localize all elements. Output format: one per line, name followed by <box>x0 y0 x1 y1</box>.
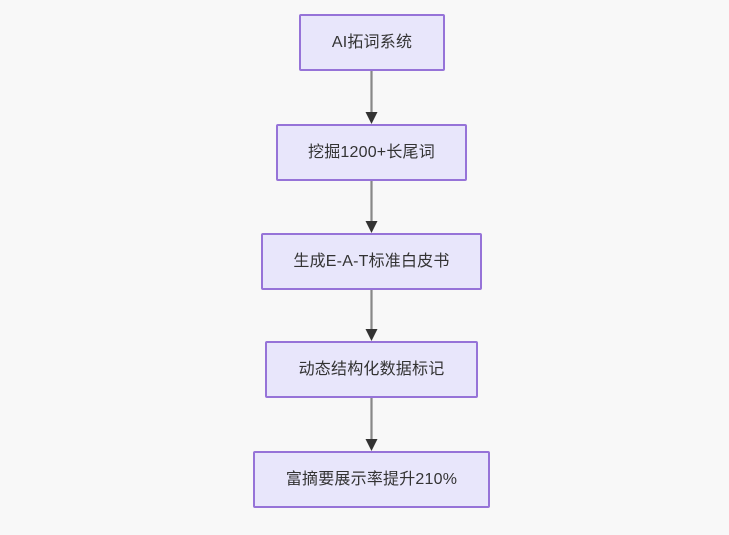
arrow-down-icon <box>365 329 378 341</box>
flowchart-node-rich-snippet-impression-lift[interactable]: 富摘要展示率提升210% <box>253 451 490 508</box>
flowchart-node-dynamic-structured-data-markup[interactable]: 动态结构化数据标记 <box>265 341 478 398</box>
edge-n3-n4 <box>365 290 378 341</box>
flowchart-node-ai-keyword-system[interactable]: AI拓词系统 <box>299 14 445 71</box>
flowchart-node-generate-eat-whitepaper[interactable]: 生成E-A-T标准白皮书 <box>261 233 482 290</box>
edge-n1-n2 <box>365 71 378 124</box>
arrow-down-icon <box>365 112 378 124</box>
flowchart-node-mine-longtail-keywords[interactable]: 挖掘1200+长尾词 <box>276 124 467 181</box>
arrow-down-icon <box>365 439 378 451</box>
edge-n4-n5 <box>365 398 378 451</box>
node-label: 动态结构化数据标记 <box>298 360 445 378</box>
node-label: 富摘要展示率提升210% <box>285 470 458 488</box>
arrow-down-icon <box>365 221 378 233</box>
node-label: AI拓词系统 <box>331 33 413 51</box>
node-label: 生成E-A-T标准白皮书 <box>293 252 450 270</box>
node-label: 挖掘1200+长尾词 <box>308 143 435 161</box>
edge-n2-n3 <box>365 181 378 233</box>
